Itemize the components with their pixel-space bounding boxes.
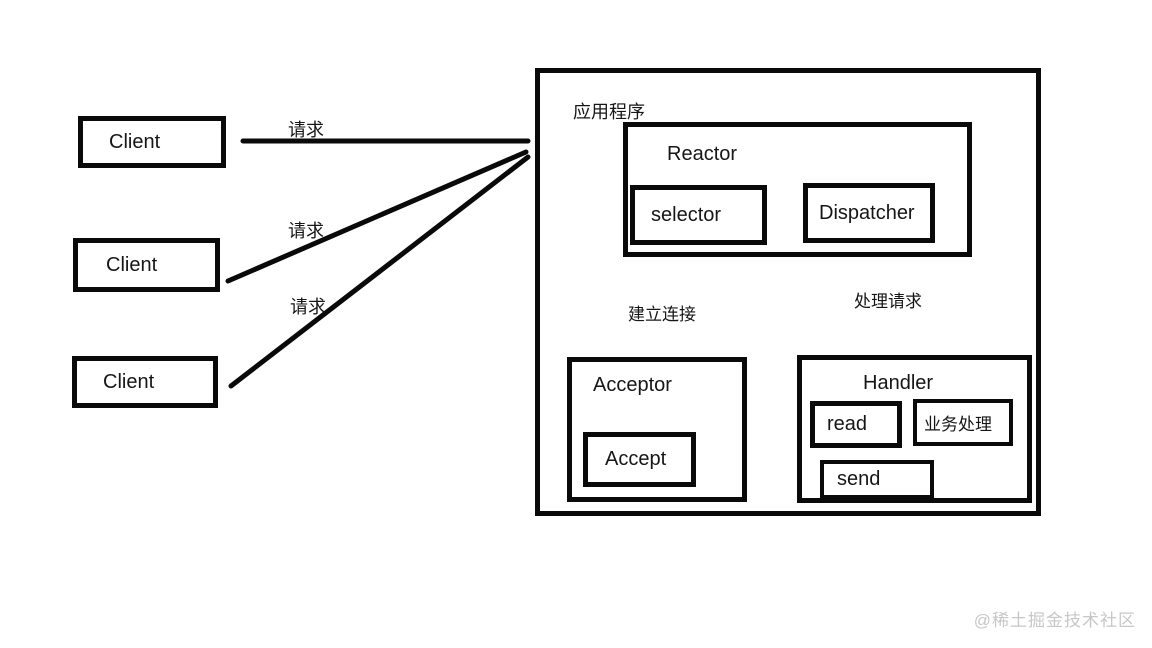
establish-connection-label: 建立连接 [628,305,696,324]
business-processing-box: 业务处理 [913,399,1013,446]
request-edge-label-2: 请求 [288,221,324,241]
acceptor-box: Acceptor Accept [567,357,747,502]
handler-box: Handler read 业务处理 send [797,355,1032,503]
request-line-2 [225,149,529,284]
request-edge-label-1: 请求 [288,120,324,140]
request-edge-label-3: 请求 [290,297,326,317]
send-box: send [820,460,934,499]
selector-box: selector [630,185,767,245]
accept-box: Accept [583,432,696,487]
client-box-3: Client [72,356,218,408]
dispatcher-label: Dispatcher [819,201,915,224]
dispatcher-box: Dispatcher [803,183,935,243]
reactor-box: Reactor selector Dispatcher [623,122,972,257]
client-box-1: Client [78,116,226,168]
reactor-label: Reactor [667,143,738,165]
client-label-3: Client [103,370,155,393]
accept-label: Accept [605,448,667,470]
read-box: read [810,401,902,448]
client-label-1: Client [109,130,161,153]
application-label: 应用程序 [573,102,645,122]
handler-label: Handler [863,372,934,394]
request-line-3 [228,154,531,389]
read-label: read [827,413,868,435]
handle-request-label: 处理请求 [854,292,922,311]
client-box-2: Client [73,238,220,292]
selector-label: selector [651,203,722,226]
send-label: send [837,468,881,490]
client-label-2: Client [106,253,158,276]
watermark-text: @稀土掘金技术社区 [973,611,1136,630]
business-processing-label: 业务处理 [924,415,992,434]
application-box: 应用程序 Reactor selector Dispatcher 建立连接 处理… [535,68,1041,516]
acceptor-label: Acceptor [593,374,672,396]
